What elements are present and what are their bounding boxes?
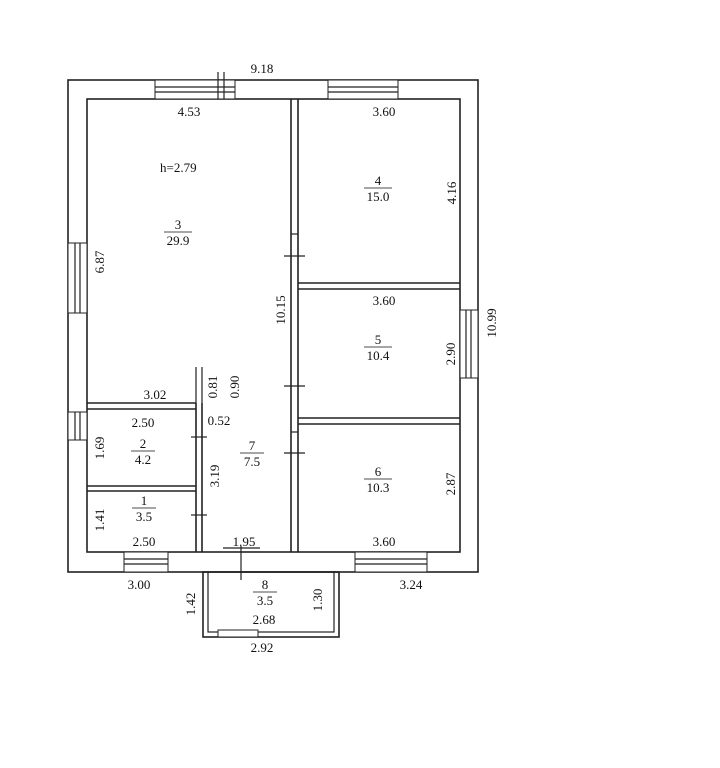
window-bottom-right [354,551,428,573]
dim-room6-width: 3.60 [373,534,396,549]
room-7: 7 7.5 [240,438,264,469]
window-bottom-left [123,551,169,573]
dim-room3-bottom: 3.02 [144,387,167,402]
dim-room2-height: 1.69 [92,437,107,460]
svg-text:5: 5 [375,332,382,347]
window-left-room2 [67,411,88,441]
room-4: 4 15.0 [364,173,392,204]
svg-text:3.5: 3.5 [136,509,152,524]
room-6: 6 10.3 [364,464,392,495]
dim-room4-height: 4.16 [444,181,459,204]
dim-room2-width: 2.50 [132,415,155,430]
window-top-right [327,79,399,100]
dim-room1-height: 1.41 [92,509,107,532]
dim-0-52: 0.52 [208,413,231,428]
room-8: 8 3.5 [253,577,277,608]
room-5: 5 10.4 [364,332,392,363]
dim-room6-height: 2.87 [443,472,458,495]
dim-porch-left: 1.42 [183,593,198,616]
dim-room5-width: 3.60 [373,293,396,308]
svg-text:7.5: 7.5 [244,454,260,469]
dim-room1-width: 2.50 [133,534,156,549]
dim-mid-bottom: 1.95 [233,534,256,549]
dim-right-total: 10.99 [484,308,499,337]
svg-text:2: 2 [140,436,147,451]
outer-wall-outer [67,79,479,573]
svg-text:4: 4 [375,173,382,188]
dim-0-81: 0.81 [205,376,220,399]
dim-bottom-right: 3.24 [400,577,423,592]
window-top-left [154,72,236,100]
svg-text:10.4: 10.4 [367,348,390,363]
dim-room5-height: 2.90 [443,343,458,366]
svg-text:29.9: 29.9 [167,233,190,248]
dim-0-90: 0.90 [227,376,242,399]
room-3: 3 29.9 [164,217,192,248]
svg-text:1: 1 [141,493,148,508]
dim-corridor-height: 10.15 [273,295,288,324]
window-right-room5 [459,309,479,379]
svg-text:6: 6 [375,464,382,479]
room-1: 1 3.5 [132,493,156,524]
door-marks [191,233,305,580]
dim-top-total: 9.18 [251,61,274,76]
dim-room7-height: 3.19 [207,465,222,488]
room-2: 2 4.2 [131,436,155,467]
porch [202,571,340,638]
dim-porch-outer: 2.92 [251,640,274,655]
height-note: h=2.79 [160,160,197,175]
interior-walls [87,99,460,552]
svg-text:10.3: 10.3 [367,480,390,495]
svg-text:7: 7 [249,438,256,453]
dim-top-right: 3.60 [373,104,396,119]
dim-porch-right: 1.30 [310,589,325,612]
dim-bottom-left: 3.00 [128,577,151,592]
dim-porch-inner: 2.68 [253,612,276,627]
svg-text:3: 3 [175,217,182,232]
dim-top-left: 4.53 [178,104,201,119]
svg-text:8: 8 [262,577,269,592]
svg-text:15.0: 15.0 [367,189,390,204]
dim-room3-height: 6.87 [92,250,107,273]
window-left-room3 [67,242,88,314]
svg-text:3.5: 3.5 [257,593,273,608]
svg-text:4.2: 4.2 [135,452,151,467]
